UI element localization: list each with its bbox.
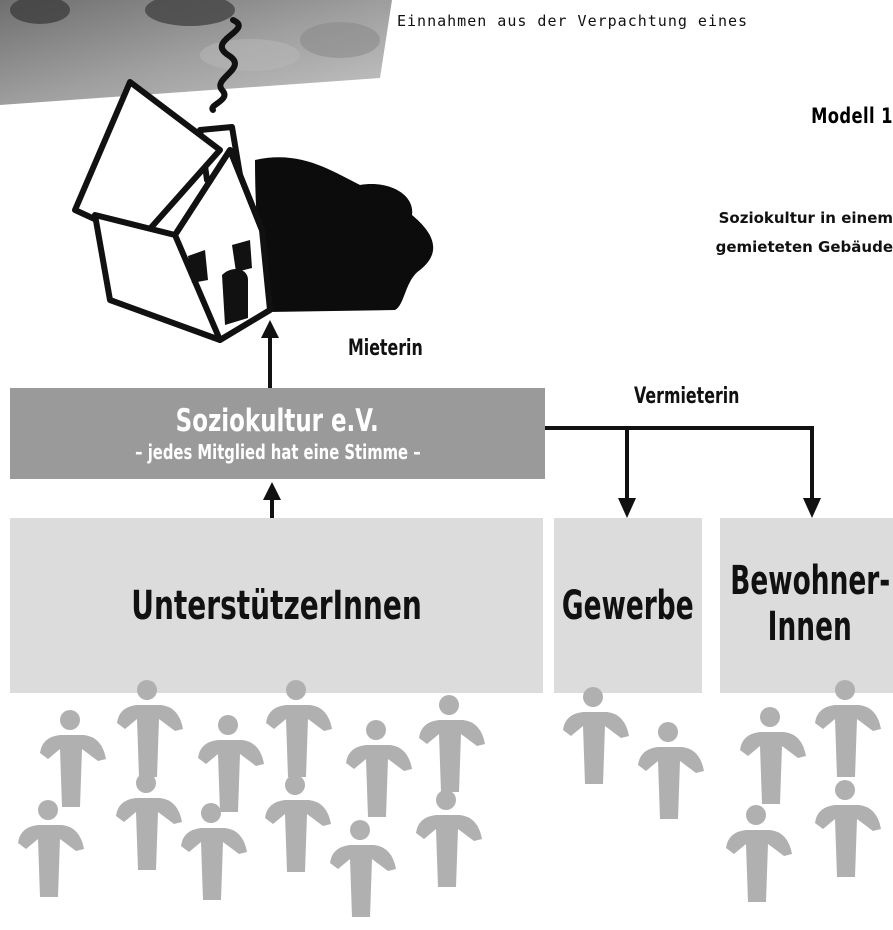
supporters-label: UnterstützerInnen (131, 582, 422, 629)
person-icon (198, 715, 264, 812)
arrow-to-residents (803, 498, 821, 518)
supporters-box: UnterstützerInnen (10, 518, 543, 693)
residents-label-line2: Innen (767, 604, 853, 650)
org-box: Soziokultur e.V. – jedes Mitglied hat ei… (10, 388, 545, 479)
person-icon (726, 805, 792, 902)
person-icon (330, 820, 396, 917)
residents-box: Bewohner- Innen (720, 518, 893, 693)
residents-label-line1: Bewohner- (729, 558, 891, 604)
person-icon (563, 687, 629, 784)
intro-text: Einnahmen aus der Verpachtung eines (397, 12, 749, 30)
label-vermieterin: Vermieterin (634, 384, 740, 409)
model-subtitle-line2: gemieteten Gebäude (715, 238, 893, 256)
org-name: Soziokultur e.V. (175, 402, 380, 439)
arrow-to-house (261, 320, 279, 388)
person-icon (346, 720, 412, 817)
org-note: – jedes Mitglied hat eine Stimme – (134, 439, 421, 464)
landlord-connector (545, 426, 814, 500)
house-windows (188, 240, 252, 325)
model-title: Modell 1 (811, 104, 893, 128)
person-icon (266, 680, 332, 777)
person-icon (18, 800, 84, 897)
house-shadow-shape (255, 157, 434, 312)
person-icon (419, 695, 485, 792)
person-icon (638, 722, 704, 819)
business-label: Gewerbe (562, 582, 694, 629)
person-icon (815, 780, 881, 877)
photo-fragment-image (0, 0, 392, 105)
business-box: Gewerbe (554, 518, 702, 693)
person-icon (116, 773, 182, 870)
smoke-icon (209, 17, 242, 113)
person-icon (265, 775, 331, 872)
person-icon (40, 710, 106, 807)
person-icon (117, 680, 183, 777)
person-icon (181, 803, 247, 900)
person-icon (815, 680, 881, 777)
label-mieterin: Mieterin (348, 336, 423, 361)
arrow-to-org (263, 482, 281, 518)
model-subtitle: Soziokultur in einem gemieteten Gebäude (593, 204, 893, 262)
model-subtitle-line1: Soziokultur in einem (718, 209, 893, 227)
person-icon (416, 790, 482, 887)
person-icon (740, 707, 806, 804)
arrow-to-business (618, 498, 636, 518)
